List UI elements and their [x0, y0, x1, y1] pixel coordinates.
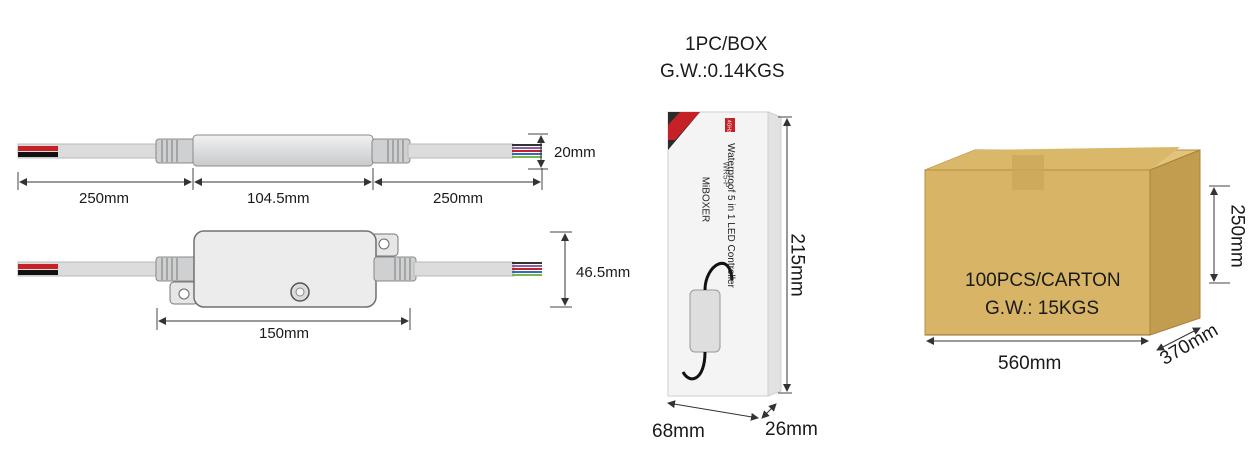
carton-side [1149, 149, 1201, 336]
box-product-image [689, 289, 721, 353]
carton [924, 147, 1230, 351]
wire-ends-right [512, 144, 542, 158]
wire-ends-left-2 [18, 264, 58, 275]
box-front [667, 111, 770, 397]
wire-ends-left [18, 146, 58, 157]
box-height-label: 215mm [786, 233, 808, 297]
device-plan-view [17, 230, 572, 330]
screw-hole-icon [178, 288, 190, 300]
carton-pack-label: 100PCS/CARTON [965, 270, 1121, 291]
controller-body-top [193, 230, 377, 308]
carton-height-label: 250mm [1226, 204, 1248, 268]
box-badge-text: 2.4GHz [725, 115, 732, 133]
box-depth-label: 26mm [765, 419, 818, 440]
device-top-view [17, 133, 548, 190]
box-side [767, 111, 782, 397]
carton-front [924, 169, 1151, 336]
right-connector [371, 138, 411, 164]
dim-length-bottom: 150mm [259, 325, 310, 342]
box-model: WR5-P [721, 161, 731, 188]
controller-body-side [192, 134, 374, 167]
box-brand: MiBOXER [699, 176, 711, 223]
box-width-label: 68mm [652, 421, 705, 442]
dim-left-cable: 250mm [79, 190, 130, 207]
box-pack-label: 1PC/BOX [685, 34, 768, 55]
wire-ends-right-2 [512, 262, 542, 276]
dim-body-length: 104.5mm [247, 190, 310, 207]
box-badge [725, 118, 735, 132]
right-cable [407, 143, 514, 159]
right-cable-2 [413, 261, 515, 277]
carton-width-label: 560mm [998, 353, 1062, 374]
dim-height-bottom: 46.5mm [576, 264, 631, 281]
carton-weight-label: G.W.: 15KGS [985, 298, 1100, 319]
box-corner-red [668, 112, 700, 140]
screw-hole-icon [378, 238, 390, 250]
retail-box [667, 111, 792, 421]
dim-height-top: 20mm [554, 144, 596, 161]
carton-tape [1012, 155, 1044, 190]
dim-right-cable: 250mm [433, 190, 484, 207]
box-weight-label: G.W.:0.14KGS [660, 61, 785, 82]
